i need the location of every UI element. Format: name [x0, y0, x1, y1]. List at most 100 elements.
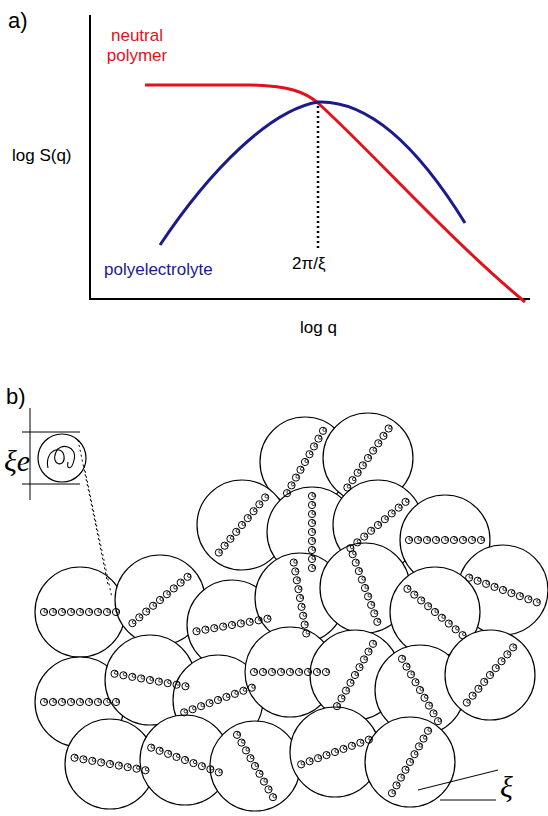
chain-coil	[49, 608, 56, 615]
chain-coil	[405, 767, 408, 770]
chain-coil	[421, 598, 424, 601]
chain-coil	[124, 764, 131, 771]
chain-coil	[221, 542, 228, 549]
chain-coil	[383, 433, 386, 436]
curve-label: polyelectrolyte	[104, 260, 213, 280]
chain-coil	[148, 744, 155, 751]
chain-coil	[343, 746, 346, 749]
chain-coil	[110, 761, 113, 764]
chain-coil	[511, 590, 514, 593]
chain-coil	[308, 492, 315, 499]
chain-coil	[363, 463, 366, 466]
chain-coil	[463, 699, 470, 706]
chain-coil	[312, 493, 315, 496]
chain-coil	[196, 629, 199, 632]
chain-coil	[209, 700, 212, 703]
chain-coil	[301, 762, 304, 765]
chain-coil	[112, 698, 119, 705]
chain-coil	[411, 591, 418, 598]
chain-coil	[318, 756, 321, 759]
chain-coil	[198, 763, 205, 770]
chain-coil	[472, 537, 475, 540]
chain-coil	[312, 547, 315, 550]
chain-coil	[53, 609, 56, 612]
chain-coil	[477, 536, 484, 543]
chain-coil	[138, 675, 145, 682]
chain-coil	[264, 779, 267, 782]
chain-coil	[242, 522, 245, 525]
chain-coil	[501, 659, 504, 662]
chain-coil	[244, 515, 251, 522]
chain-coil	[445, 620, 452, 627]
chain-coil	[80, 609, 83, 612]
chain-coil	[385, 425, 392, 432]
chain-coil	[253, 509, 256, 512]
chain-coil	[265, 495, 268, 498]
chain-coil	[132, 674, 135, 677]
chain-coil	[237, 620, 244, 627]
chain-coil	[214, 696, 221, 703]
chain-coil	[364, 534, 367, 537]
chain-coil	[241, 740, 244, 743]
chain-coil	[450, 536, 457, 543]
chain-coil	[260, 778, 267, 785]
chain-coil	[314, 755, 321, 762]
chain-coil	[411, 672, 414, 675]
chain-coil	[150, 677, 153, 680]
curve-label: neutral polymer	[102, 26, 172, 65]
chain-coil	[365, 585, 368, 588]
chain-coil	[349, 551, 356, 558]
chain-coil	[107, 699, 110, 702]
chain-coil	[378, 522, 381, 525]
axis-label: log S(q)	[12, 146, 72, 166]
chain-coil	[466, 574, 473, 581]
chain-coil	[404, 585, 411, 592]
chain-coil	[230, 536, 233, 539]
chain-coil	[365, 736, 372, 743]
chain-coil	[319, 427, 326, 434]
chain-coil	[317, 669, 320, 672]
chain-coil	[473, 693, 476, 696]
chain-coil	[247, 755, 254, 762]
chain-coil	[313, 668, 320, 675]
chain-coil	[308, 669, 311, 672]
chain-coil	[407, 671, 414, 678]
chain-coil	[402, 656, 405, 659]
chain-coil	[425, 702, 432, 709]
chain-coil	[369, 737, 372, 740]
chain-coil	[89, 699, 92, 702]
blob-circle	[445, 630, 535, 720]
chain-coil	[388, 790, 395, 797]
chain-coil	[312, 520, 315, 523]
chain-coil	[435, 609, 438, 612]
chain-coil	[286, 668, 293, 675]
chain-coil	[423, 736, 426, 739]
chain-coil	[374, 611, 377, 614]
chain-coil	[207, 766, 214, 773]
zoom-line	[78, 440, 108, 585]
chain-coil	[525, 596, 532, 603]
chain-coil	[231, 690, 238, 697]
chain-coil	[182, 683, 189, 690]
chain-coil	[136, 614, 143, 621]
chain-coil	[425, 603, 432, 610]
chain-coil	[71, 609, 74, 612]
chain-coil	[263, 669, 266, 672]
chain-coil	[452, 626, 459, 633]
chain-coil	[347, 485, 350, 488]
chain-coil	[308, 555, 315, 562]
chain-coil	[170, 585, 177, 592]
chain-coil	[303, 630, 310, 637]
chain-coil	[314, 444, 317, 447]
chain-coil	[295, 586, 302, 593]
blob-circle	[210, 721, 300, 811]
chain-coil	[250, 756, 253, 759]
chain-coil	[323, 428, 326, 431]
chain-coil	[80, 756, 87, 763]
chain-coil	[368, 594, 371, 597]
chain-coil	[164, 680, 171, 687]
chain-coil	[223, 693, 230, 700]
chain-coil	[333, 703, 340, 710]
chain-coil	[298, 603, 305, 610]
chain-coil	[112, 608, 119, 615]
